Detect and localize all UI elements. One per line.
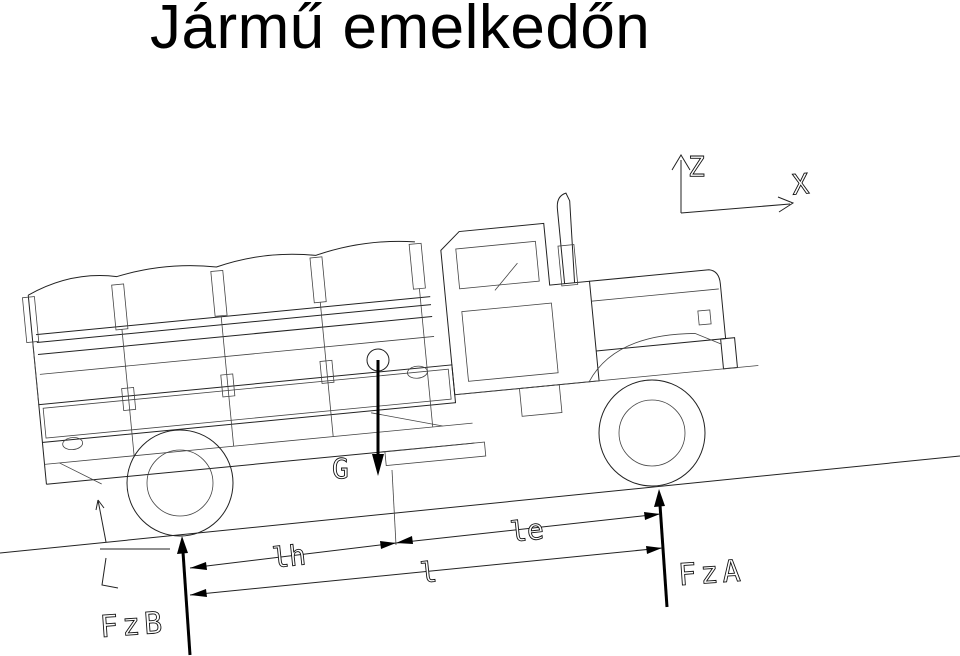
truck-cab <box>440 222 600 396</box>
le-label: le <box>508 513 545 549</box>
z-axis-label: Z <box>688 150 705 183</box>
front-bumper <box>720 337 738 370</box>
front-axle-force: FzA <box>654 489 746 608</box>
bed-stakes <box>22 242 434 456</box>
front-force-label: FzA <box>677 554 745 594</box>
truck-drawing <box>22 192 759 485</box>
exhaust-stack <box>556 192 576 284</box>
z-axis-arrow <box>671 154 691 171</box>
lh-label: lh <box>271 538 308 574</box>
l-label: l <box>418 555 438 590</box>
x-axis-arrow <box>777 196 795 213</box>
dimension-le: le <box>395 512 661 549</box>
center-of-gravity-label: G <box>332 452 349 485</box>
cab-window <box>455 240 540 290</box>
page-title: Jármű emelkedőn <box>150 0 651 62</box>
road-surface <box>0 455 960 554</box>
front-wheel <box>598 379 706 487</box>
rear-axle-force: FzB <box>98 536 192 656</box>
coordinate-axes: Z X <box>671 150 811 214</box>
slope-angle-indicator <box>95 499 170 589</box>
gravity-projection-line <box>391 469 397 546</box>
dimension-l: l <box>189 546 663 597</box>
dimension-lh: lh <box>189 538 397 575</box>
truck-hood <box>589 269 727 352</box>
canvas-cover <box>27 240 415 296</box>
rear-force-label: FzB <box>99 606 167 646</box>
center-of-gravity: G <box>332 348 397 546</box>
x-axis-label: X <box>791 167 811 201</box>
rear-wheel <box>126 429 234 537</box>
